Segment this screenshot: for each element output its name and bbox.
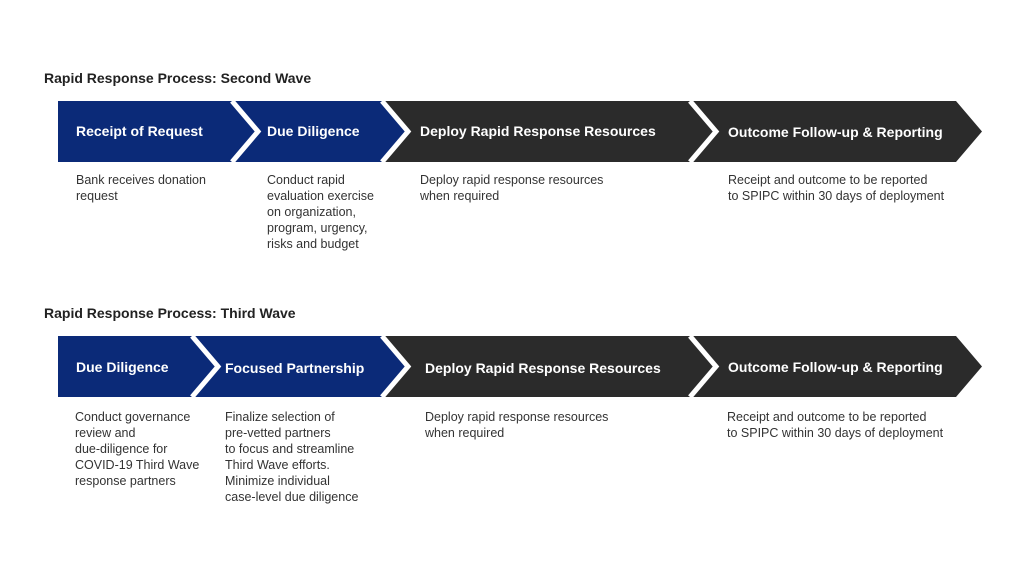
step-description: Receipt and outcome to be reported to SP… bbox=[728, 173, 945, 203]
step-label-focused-partnership: Focused Partnership bbox=[225, 360, 364, 376]
chevron-divider bbox=[380, 101, 412, 163]
step-description: Finalize selection of pre-vetted partner… bbox=[225, 410, 359, 504]
step-label-deploy-resources: Deploy Rapid Response Resources bbox=[425, 360, 661, 376]
chevron-divider bbox=[190, 336, 222, 398]
chevron-divider bbox=[230, 101, 262, 163]
step-shape-deploy-resources bbox=[382, 336, 716, 397]
step-shape-focused-partnership bbox=[192, 336, 408, 397]
chevron-divider bbox=[688, 336, 720, 398]
step-shape-outcome-reporting bbox=[690, 101, 982, 162]
step-description: Deploy rapid response resources when req… bbox=[425, 410, 609, 440]
process-flow-third-wave: Due Diligence Focused Partnership Deploy… bbox=[58, 336, 982, 398]
step-label-due-diligence: Due Diligence bbox=[76, 359, 169, 375]
step-label-outcome-reporting: Outcome Follow-up & Reporting bbox=[728, 124, 943, 140]
chevron-divider bbox=[688, 101, 720, 163]
step-label-receipt-of-request: Receipt of Request bbox=[76, 123, 203, 139]
step-description: Deploy rapid response resources when req… bbox=[420, 173, 604, 203]
section-title-second-wave: Rapid Response Process: Second Wave bbox=[44, 70, 312, 86]
step-label-deploy-resources: Deploy Rapid Response Resources bbox=[420, 123, 656, 139]
step-description: Conduct governance review and due-dilige… bbox=[75, 410, 200, 488]
step-label-due-diligence: Due Diligence bbox=[267, 123, 360, 139]
step-description: Receipt and outcome to be reported to SP… bbox=[727, 410, 944, 440]
section-title-third-wave: Rapid Response Process: Third Wave bbox=[44, 305, 296, 321]
step-shape-receipt-of-request bbox=[58, 101, 258, 162]
step-label-outcome-reporting: Outcome Follow-up & Reporting bbox=[728, 359, 943, 375]
step-shape-due-diligence bbox=[232, 101, 408, 162]
step-shape-outcome-reporting bbox=[690, 336, 982, 397]
step-description: Conduct rapid evaluation exercise on org… bbox=[267, 173, 375, 251]
process-flow-second-wave: Receipt of Request Due Diligence Deploy … bbox=[58, 101, 982, 163]
chevron-divider bbox=[380, 336, 412, 398]
step-description: Bank receives donation request bbox=[76, 173, 206, 203]
step-shape-due-diligence bbox=[58, 336, 218, 397]
step-shape-deploy-resources bbox=[382, 101, 716, 162]
